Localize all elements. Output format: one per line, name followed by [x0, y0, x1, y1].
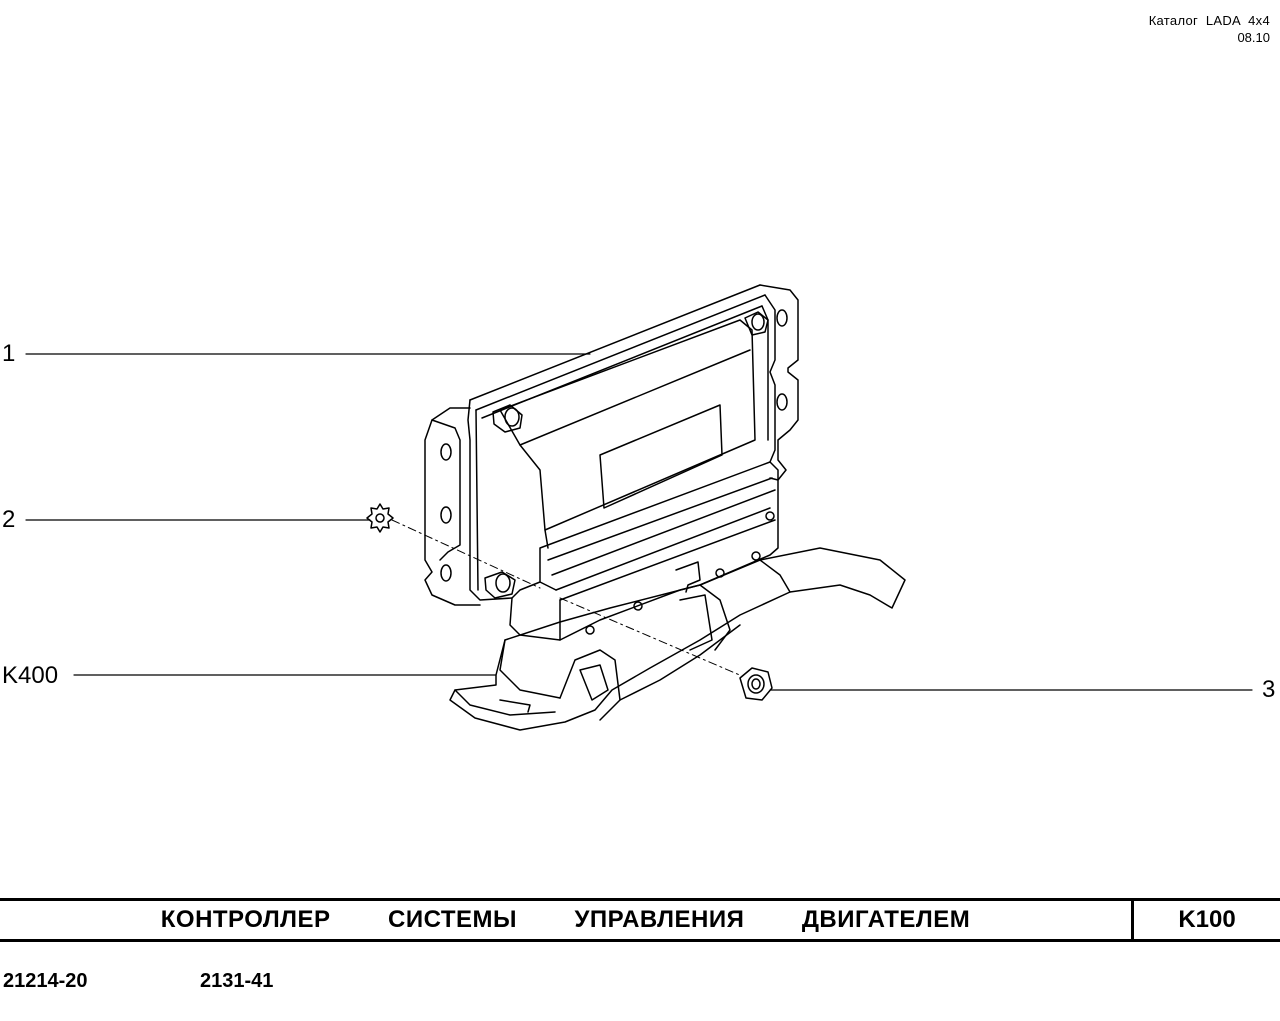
callout-k400: K400 [2, 662, 59, 689]
part-drawing [25, 284, 1253, 731]
callout-3: 3 [1262, 676, 1276, 703]
mounting-bracket [449, 547, 906, 731]
star-washer [366, 503, 394, 533]
title-block: КОНТРОЛЛЕР СИСТЕМЫ УПРАВЛЕНИЯ ДВИГАТЕЛЕМ… [0, 898, 1280, 942]
catalog-title: Каталог LADA 4x4 [1148, 13, 1270, 28]
catalog-header: Каталог LADA 4x4 08.10 [1149, 12, 1270, 46]
catalog-date: 08.10 [1237, 30, 1270, 45]
group-code: K100 [1178, 906, 1236, 933]
assembly-title: КОНТРОЛЛЕР СИСТЕМЫ УПРАВЛЕНИЯ ДВИГАТЕЛЕМ [0, 901, 1134, 939]
model-number-left: 21214-20 [3, 970, 88, 992]
callout-2: 2 [2, 506, 16, 533]
ecu-controller [424, 284, 799, 641]
model-number-right: 2131-41 [200, 970, 274, 992]
callout-1: 1 [2, 340, 16, 367]
flange-nut [739, 667, 773, 701]
